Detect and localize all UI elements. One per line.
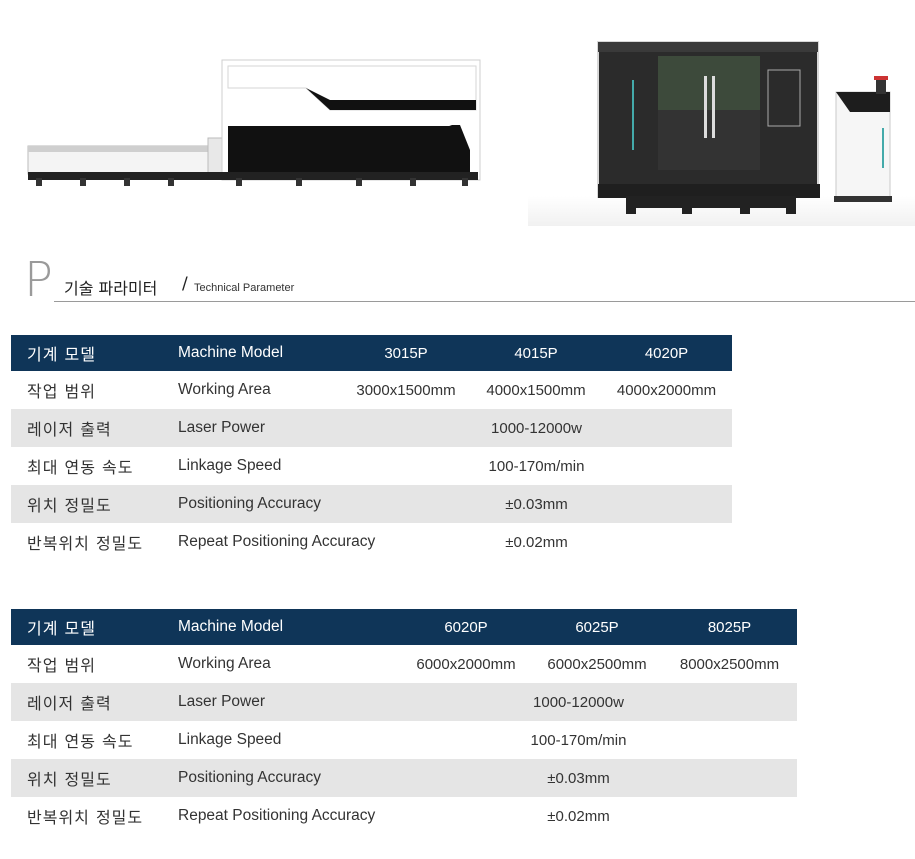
model-name: 6025P <box>532 609 662 645</box>
section-title-english: Technical Parameter <box>194 282 295 294</box>
model-name: 3015P <box>341 335 471 371</box>
row-label-english: Laser Power <box>178 409 341 447</box>
table-row-laser-power: 레이저 출력 Laser Power 1000-12000w <box>11 683 797 721</box>
cell-value: 4000x2000mm <box>616 381 717 399</box>
row-label-korean: 최대 연동 속도 <box>27 458 134 477</box>
row-label-korean: 반복위치 정밀도 <box>27 534 144 553</box>
header-label-english: Machine Model <box>178 335 341 371</box>
header-label-korean: 기계 모델 <box>11 335 178 371</box>
row-label-english: Repeat Positioning Accuracy <box>178 533 376 550</box>
cell-value: 100-170m/min <box>488 457 585 475</box>
cell-value: 100-170m/min <box>530 731 627 749</box>
spec-table-2: 기계 모델 Machine Model 6020P 6025P 8025P 작업… <box>11 609 797 835</box>
cell-value: 1000-12000w <box>400 683 797 721</box>
table-header-row: 기계 모델 Machine Model 6020P 6025P 8025P <box>11 609 797 645</box>
table-row-repeat-positioning-accuracy: 반복위치 정밀도 Repeat Positioning Accuracy ±0.… <box>11 523 732 561</box>
row-label-korean: 레이저 출력 <box>11 683 178 721</box>
laser-cutter-right-image <box>528 41 915 226</box>
cell-value: 8000x2500mm <box>679 655 780 673</box>
product-photos <box>0 0 915 245</box>
table-row-positioning-accuracy: 위치 정밀도 Positioning Accuracy ±0.03mm <box>11 759 797 797</box>
table-row-laser-power: 레이저 출력 Laser Power 1000-12000w <box>11 409 732 447</box>
cell-value: ±0.02mm <box>547 807 610 825</box>
row-label-english: Working Area <box>178 381 271 398</box>
cell-value: ±0.03mm <box>400 759 797 797</box>
row-label-english: Repeat Positioning Accuracy <box>178 807 376 824</box>
row-label-english: Working Area <box>178 655 271 672</box>
row-label-korean: 위치 정밀도 <box>11 485 178 523</box>
cell-value: ±0.03mm <box>341 485 732 523</box>
cell-value: 6000x2500mm <box>547 655 647 673</box>
model-name: 4015P <box>471 335 601 371</box>
table-row-linkage-speed: 최대 연동 속도 Linkage Speed 100-170m/min <box>11 721 797 759</box>
cell-value: 3000x1500mm <box>356 381 456 399</box>
table-row-working-area: 작업 범위 Working Area 3000x1500mm 4000x1500… <box>11 371 732 409</box>
row-label-english: Laser Power <box>178 683 400 721</box>
model-name: 8025P <box>662 609 797 645</box>
section-title-korean: 기술 파라미터 <box>64 279 158 298</box>
row-label-english: Positioning Accuracy <box>178 759 400 797</box>
model-name: 4020P <box>601 335 732 371</box>
cell-value: 6000x2000mm <box>416 655 516 673</box>
machine-illustrations <box>0 0 915 245</box>
row-label-korean: 레이저 출력 <box>11 409 178 447</box>
row-label-korean: 위치 정밀도 <box>11 759 178 797</box>
table-row-positioning-accuracy: 위치 정밀도 Positioning Accuracy ±0.03mm <box>11 485 732 523</box>
row-label-korean: 최대 연동 속도 <box>27 732 134 751</box>
header-label-korean: 기계 모델 <box>11 609 178 645</box>
section-title-slash: / <box>182 274 188 294</box>
header-label-english: Machine Model <box>178 609 400 645</box>
row-label-english: Linkage Speed <box>178 731 282 748</box>
row-label-english: Positioning Accuracy <box>178 485 341 523</box>
cell-value: 4000x1500mm <box>486 381 586 399</box>
row-label-english: Linkage Speed <box>178 457 282 474</box>
laser-cutter-left-image <box>27 59 481 186</box>
model-name: 6020P <box>400 609 532 645</box>
table-header-row: 기계 모델 Machine Model 3015P 4015P 4020P <box>11 335 732 371</box>
table-row-repeat-positioning-accuracy: 반복위치 정밀도 Repeat Positioning Accuracy ±0.… <box>11 797 797 835</box>
table-row-working-area: 작업 범위 Working Area 6000x2000mm 6000x2500… <box>11 645 797 683</box>
row-label-korean: 작업 범위 <box>27 656 96 675</box>
section-heading: P 기술 파라미터 / Technical Parameter <box>22 252 915 308</box>
section-letter: P <box>24 252 53 308</box>
cell-value: 1000-12000w <box>341 409 732 447</box>
row-label-korean: 작업 범위 <box>27 382 96 401</box>
spec-table-1: 기계 모델 Machine Model 3015P 4015P 4020P 작업… <box>11 335 732 561</box>
section-divider <box>54 301 915 302</box>
table-row-linkage-speed: 최대 연동 속도 Linkage Speed 100-170m/min <box>11 447 732 485</box>
row-label-korean: 반복위치 정밀도 <box>27 808 144 827</box>
cell-value: ±0.02mm <box>505 533 568 551</box>
